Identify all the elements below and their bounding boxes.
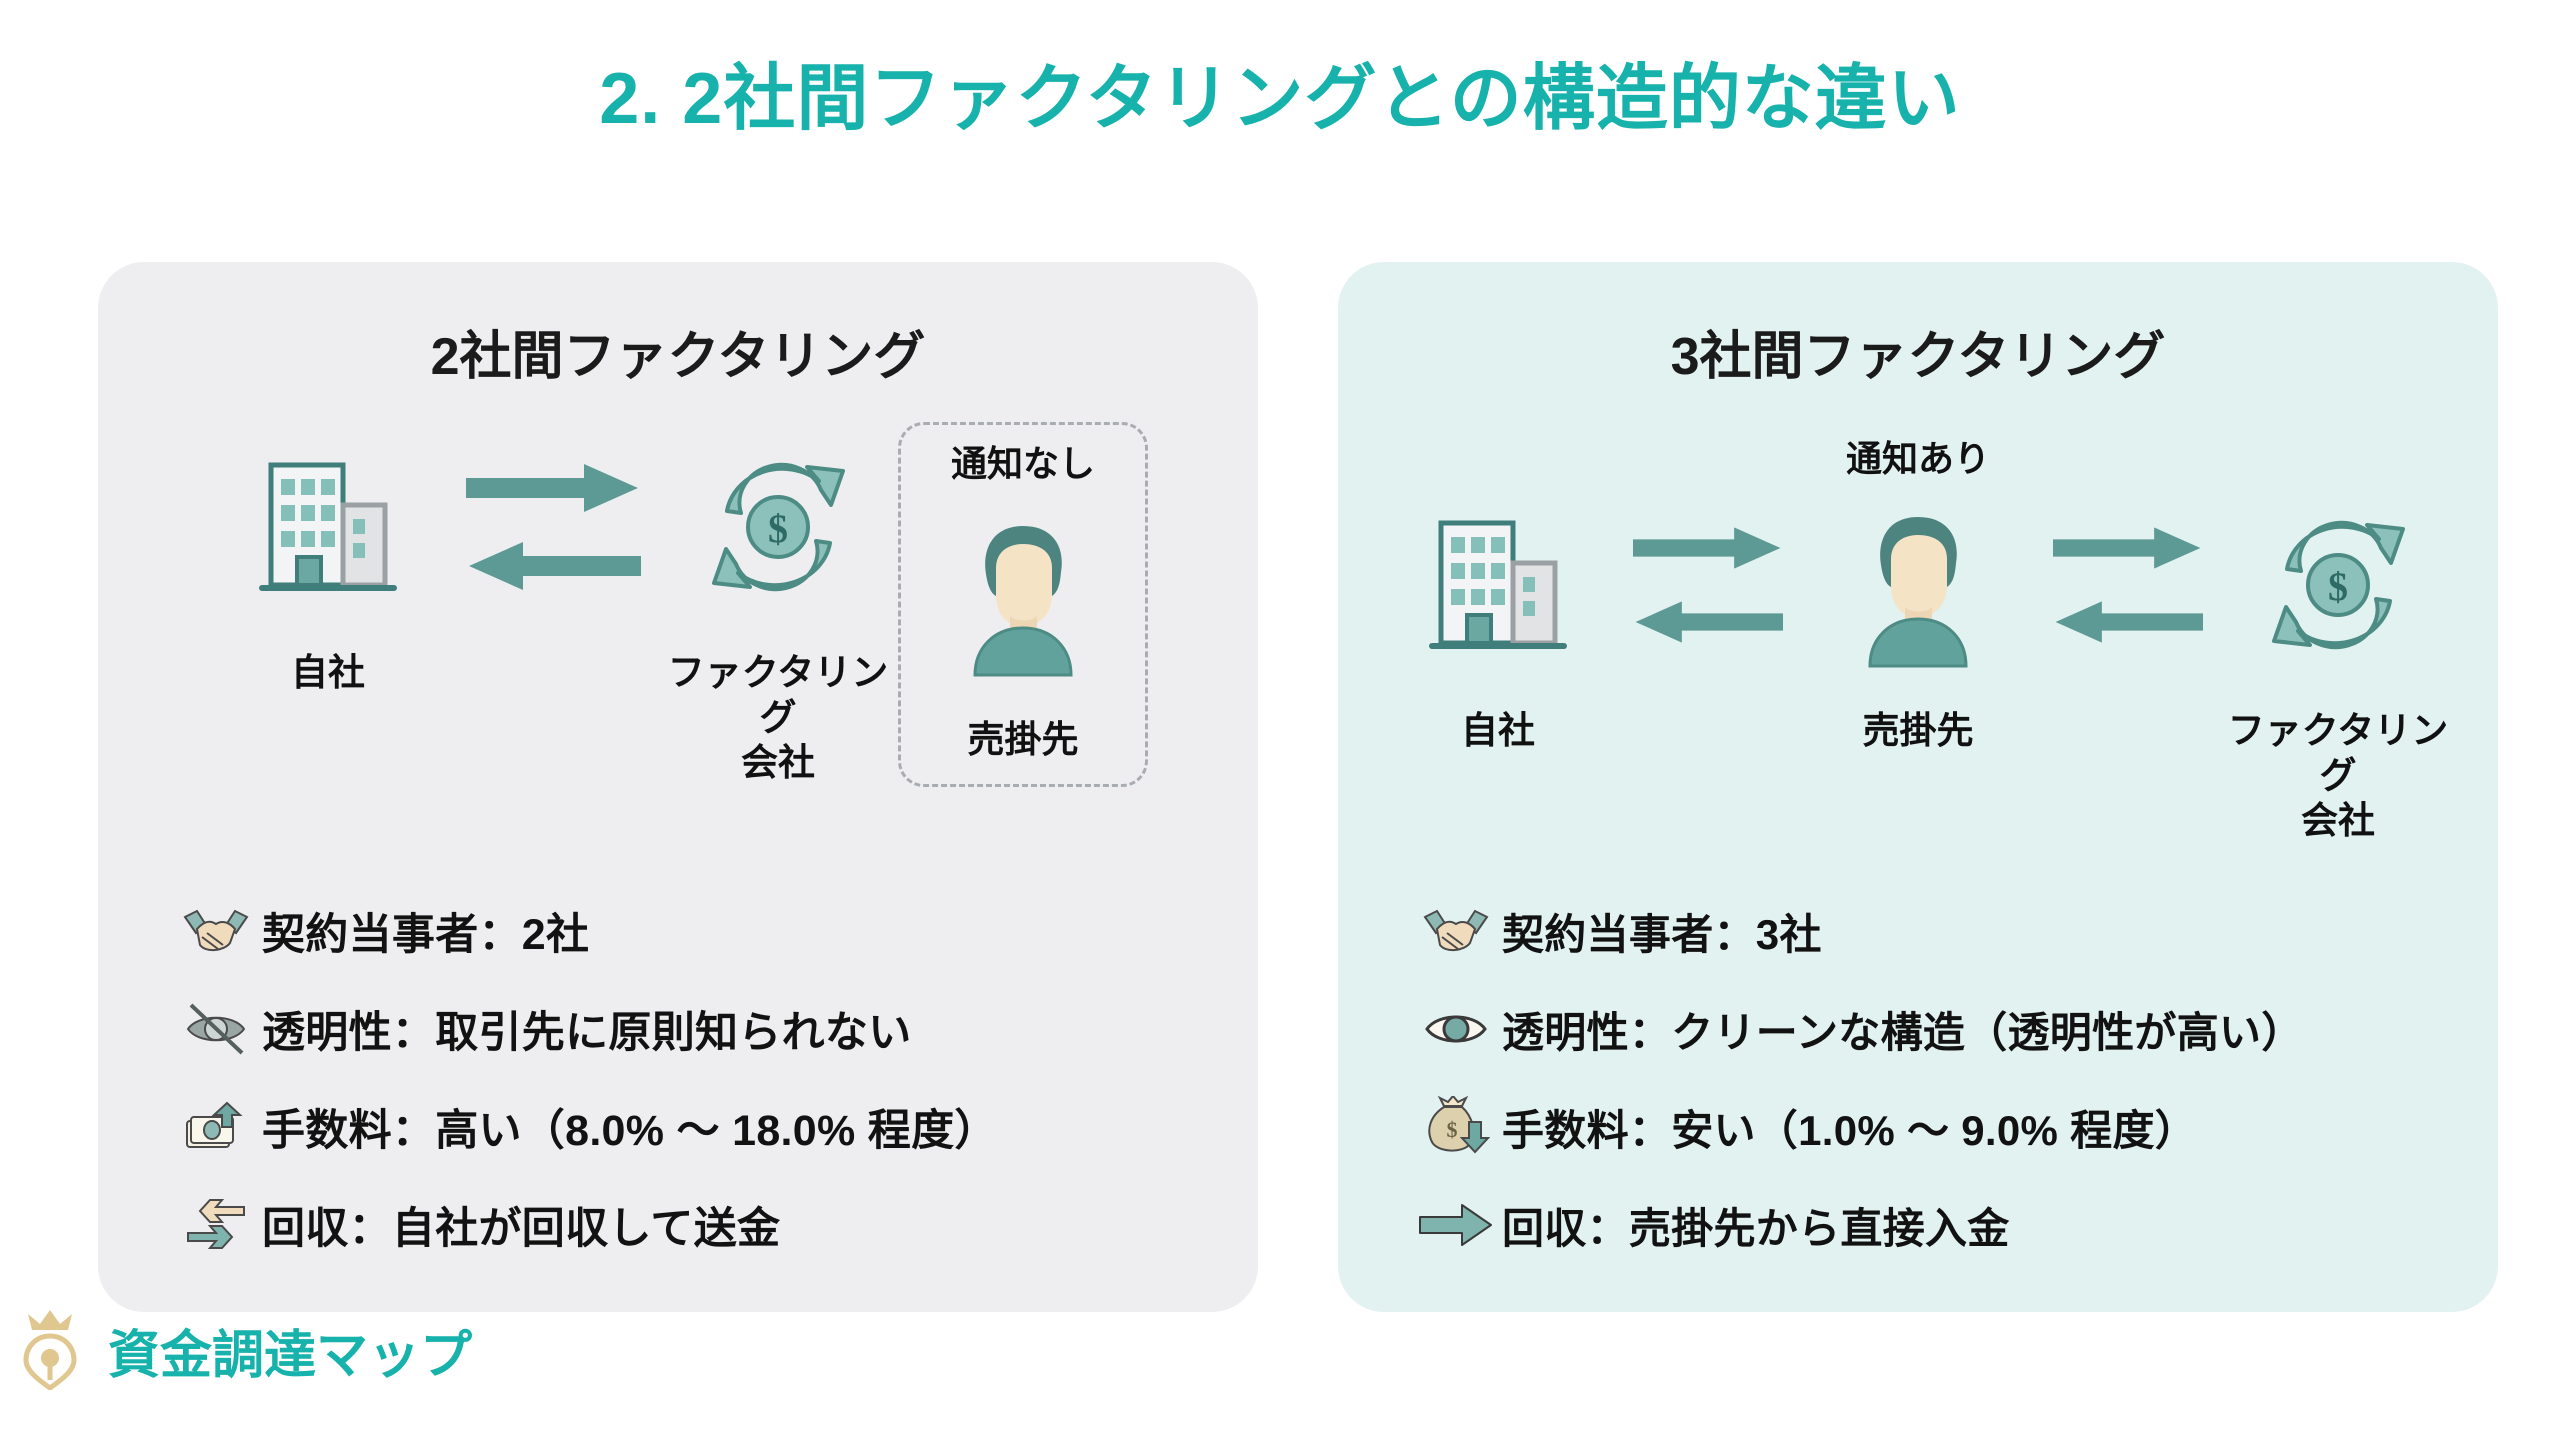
- list-item-label: 契約当事者：2社: [262, 911, 590, 959]
- diagram-node-label: 売掛先: [1862, 710, 1974, 751]
- card-three-party: 3社間ファクタリング 通知あり: [1338, 262, 2498, 1312]
- list-item-label: 透明性：取引先に原則知られない: [262, 1009, 912, 1057]
- eye-icon: [1410, 1001, 1502, 1057]
- eye-slash-icon: [170, 1001, 262, 1057]
- arrow-group-right-1: [1618, 480, 1798, 690]
- diagram-node-label: ファクタリング 会社: [667, 652, 889, 784]
- card-title-left: 2社間ファクタリング: [430, 328, 926, 386]
- svg-text:$: $: [2328, 564, 2348, 609]
- list-item-label: 回収：売掛先から直接入金: [1502, 1204, 2010, 1252]
- list-item: 透明性：取引先に原則知られない: [170, 980, 1232, 1078]
- logo-text: 資金調達マップ: [108, 1327, 473, 1385]
- diagram-node-label: 自社: [1461, 710, 1535, 751]
- list-item: 透明性：クリーンな構造（透明性が高い）: [1410, 980, 2472, 1078]
- diagram-node-debtor-right: 売掛先: [1798, 480, 2038, 753]
- list-item-label: 手数料：安い（1.0% ～ 9.0% 程度）: [1502, 1106, 2198, 1154]
- arrow-right-icon: [1410, 1201, 1502, 1249]
- office-building-icon: [1423, 480, 1573, 690]
- diagram-node-debtor-left: 通知なし 売掛先: [898, 422, 1148, 788]
- person-icon: [948, 489, 1098, 699]
- money-bag-down-icon: $: [1410, 1096, 1502, 1158]
- notice-label-left: 通知なし: [950, 443, 1095, 484]
- diagram-three-party: 通知あり: [1338, 422, 2498, 842]
- handshake-icon: [170, 903, 262, 959]
- arrow-left-icon: [468, 542, 641, 590]
- svg-text:$: $: [1447, 1117, 1458, 1142]
- money-recycle-icon: $: [691, 422, 866, 632]
- diagram-node-label: 売掛先: [967, 719, 1079, 760]
- arrow-left-icon: [2055, 601, 2203, 643]
- arrows-exchange-icon: [170, 1197, 262, 1253]
- diagram-node-label: ファクタリング 会社: [2227, 710, 2449, 842]
- list-item-label: 回収：自社が回収して送金: [262, 1205, 781, 1253]
- list-item: 回収：自社が回収して送金: [170, 1176, 1232, 1274]
- list-item-label: 透明性：クリーンな構造（透明性が高い）: [1502, 1008, 2304, 1056]
- page-title: 2. 2社間ファクタリングとの構造的な違い: [599, 59, 1961, 139]
- list-item: 契約当事者：2社: [170, 882, 1232, 980]
- diagram-node-factoring-company-left: $ ファクタリング 会社: [658, 422, 898, 785]
- site-logo[interactable]: 資金調達マップ: [22, 1306, 472, 1395]
- diagram-node-own-company-right: 自社: [1378, 480, 1618, 753]
- list-item: 回収：売掛先から直接入金: [1410, 1176, 2472, 1274]
- list-item: 手数料：高い（8.0% ～ 18.0% 程度）: [170, 1078, 1232, 1176]
- arrow-left-icon: [1635, 601, 1783, 643]
- arrow-right-icon: [2053, 527, 2201, 569]
- crown-map-pin-icon: [22, 1306, 94, 1395]
- money-up-icon: [170, 1097, 262, 1157]
- feature-list-right: 契約当事者：3社 透明性：クリーンな構造（透明性が高い） $: [1410, 882, 2472, 1274]
- office-building-icon: [253, 422, 403, 632]
- list-item-label: 手数料：高い（8.0% ～ 18.0% 程度）: [262, 1107, 998, 1155]
- list-item-label: 契約当事者：3社: [1502, 910, 1822, 958]
- card-two-party: 2社間ファクタリング: [98, 262, 1258, 1312]
- diagram-node-label: 自社: [291, 652, 365, 693]
- card-title-right: 3社間ファクタリング: [1670, 328, 2166, 386]
- list-item: 契約当事者：3社: [1410, 882, 2472, 980]
- arrow-group-left-1: [448, 422, 658, 632]
- svg-text:$: $: [768, 506, 788, 551]
- diagram-node-own-company-left: 自社: [208, 422, 448, 695]
- arrow-right-icon: [465, 464, 638, 512]
- notice-label-right: 通知あり: [1845, 438, 1990, 479]
- feature-list-left: 契約当事者：2社 透明性：取引先に原則知られない: [170, 882, 1232, 1274]
- person-icon: [1843, 480, 1993, 690]
- diagram-two-party: 自社 $: [98, 422, 1258, 842]
- arrow-right-icon: [1633, 527, 1781, 569]
- list-item: $ 手数料：安い（1.0% ～ 9.0% 程度）: [1410, 1078, 2472, 1176]
- money-recycle-icon: $: [2251, 480, 2426, 690]
- diagram-node-factoring-company-right: $ ファクタリング 会社: [2218, 480, 2458, 843]
- arrow-group-right-2: [2038, 480, 2218, 690]
- handshake-icon: [1410, 903, 1502, 959]
